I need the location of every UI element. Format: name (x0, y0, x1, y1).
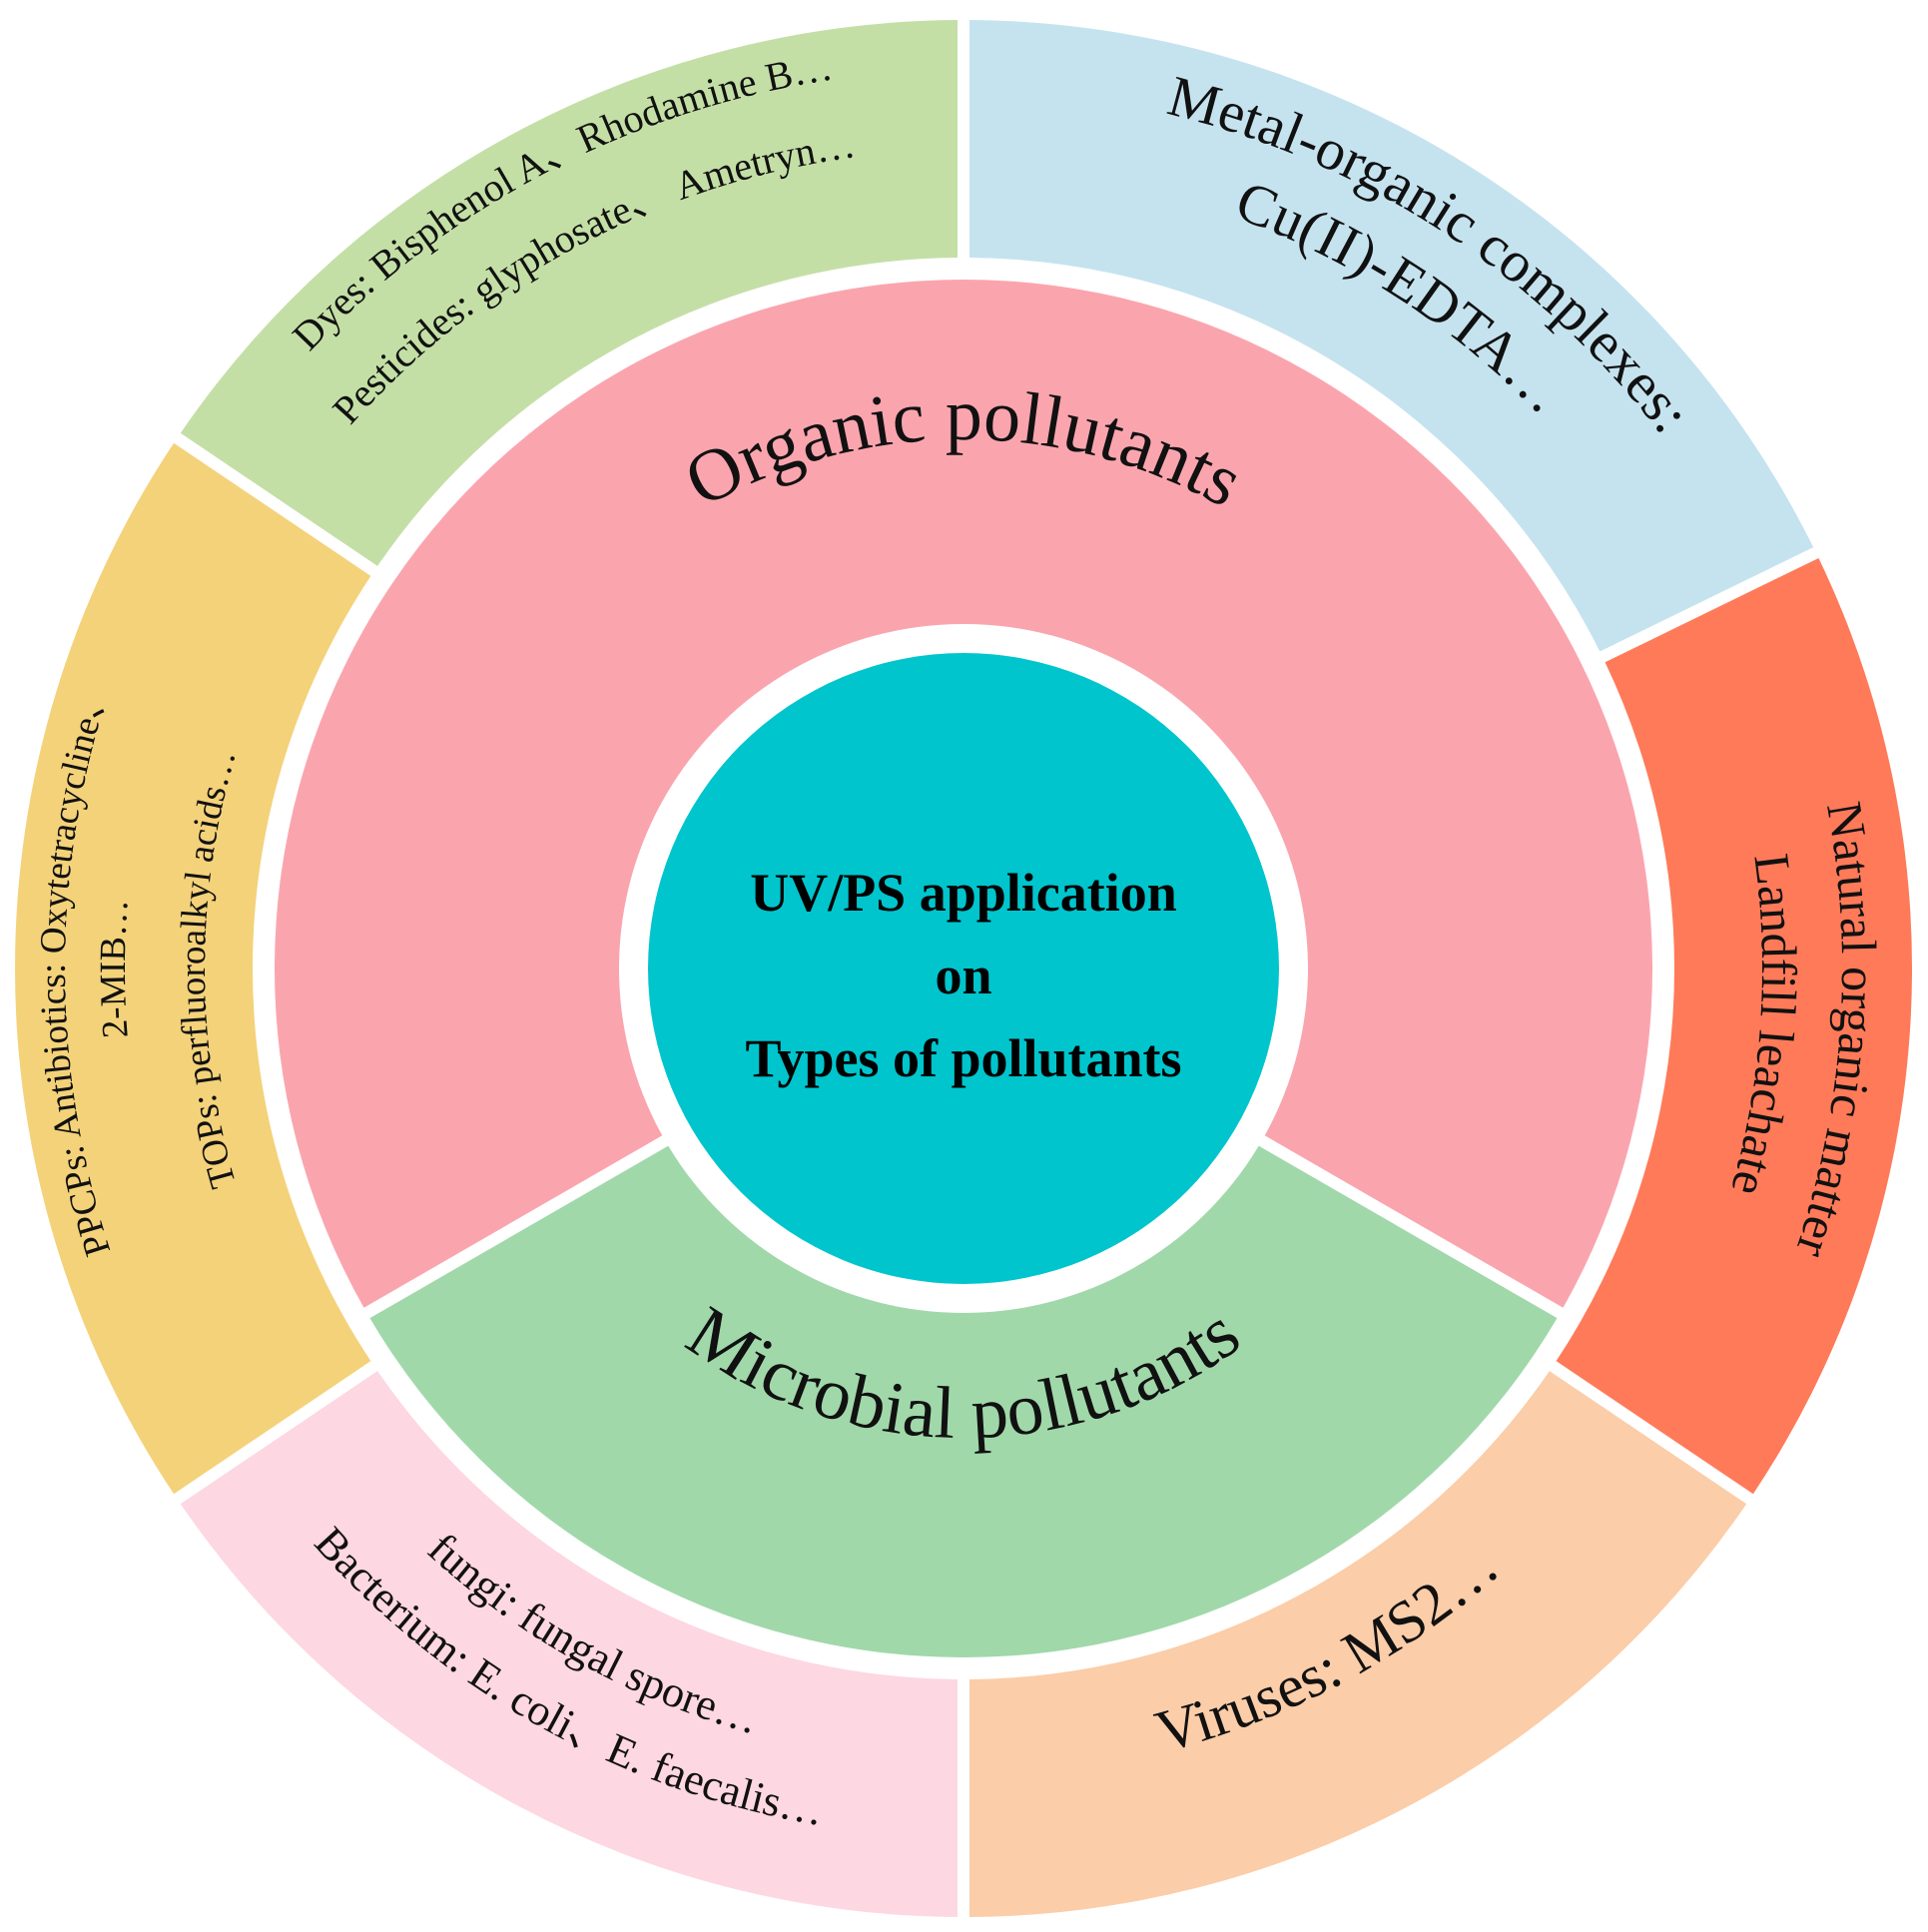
segment-viruses (968, 1371, 1747, 1917)
center-label: UV/PS application on Types of pollutants (745, 863, 1181, 1088)
segment-microbial-pollutants (369, 1145, 1558, 1658)
outer-ring (15, 20, 1913, 1917)
center-line-2: on (935, 946, 991, 1005)
ppcps-line-2: 2-MIB… (93, 898, 137, 1039)
center-circle (648, 653, 1279, 1284)
segment-bacteria-fungi (180, 1371, 959, 1917)
segment-organic-pollutants (274, 280, 1652, 1308)
inner-ring (274, 280, 1652, 1658)
center-line-1: UV/PS application (750, 863, 1177, 923)
segment-ppcps-tops (15, 442, 371, 1495)
segment-natural-organic-matter (1556, 557, 1913, 1495)
segment-metal-organic-complexes (968, 20, 1814, 652)
segment-dyes-pesticides (180, 20, 959, 566)
center-line-3: Types of pollutants (745, 1028, 1181, 1088)
